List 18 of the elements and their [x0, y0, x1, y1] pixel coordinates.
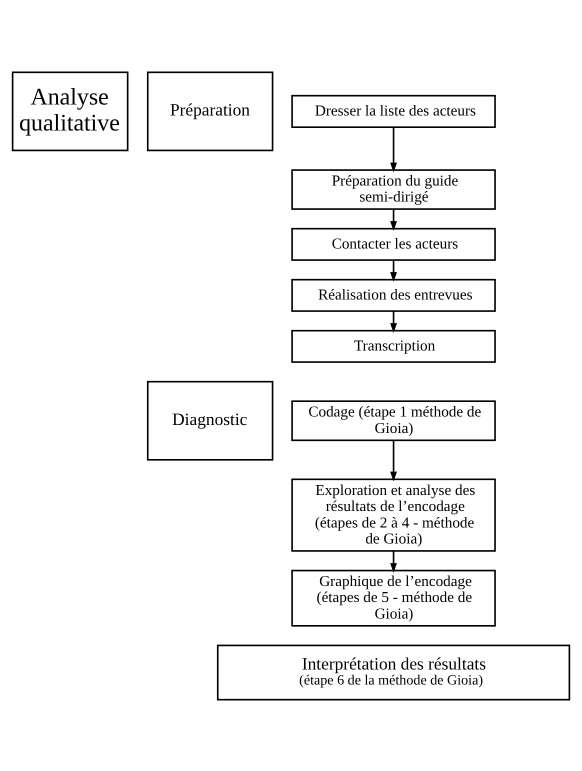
arrow: [390, 310, 397, 332]
node-box: Transcription: [291, 329, 496, 362]
node-box: Codage (étape 1 méthode de Gioia): [291, 400, 496, 441]
node-box: Préparation du guide semi-dirigé: [291, 168, 496, 210]
node-box: Graphique de l’encodage (étapes de 5 - méthode de Gioia): [291, 569, 496, 626]
arrow: [390, 550, 397, 572]
node-box: Réalisation des entrevues: [291, 278, 496, 312]
arrow: [390, 440, 397, 481]
node-box: Analyse qualitative: [12, 71, 128, 151]
arrow: [390, 127, 397, 172]
arrow: [390, 208, 397, 230]
node-box: Contacter les acteurs: [291, 227, 496, 260]
node-box: Interprétation des résultats (étape 6 de la méthode de Gioia): [216, 644, 570, 700]
node-box: Exploration et analyse des résultats de l’encodage (étapes de 2 à 4 - méthode de Gioia): [291, 478, 496, 552]
node-box: Dresser la liste des acteurs: [291, 94, 496, 128]
node-box: Diagnostic: [146, 380, 274, 460]
node-box: Préparation: [146, 71, 274, 151]
arrow: [390, 260, 397, 282]
